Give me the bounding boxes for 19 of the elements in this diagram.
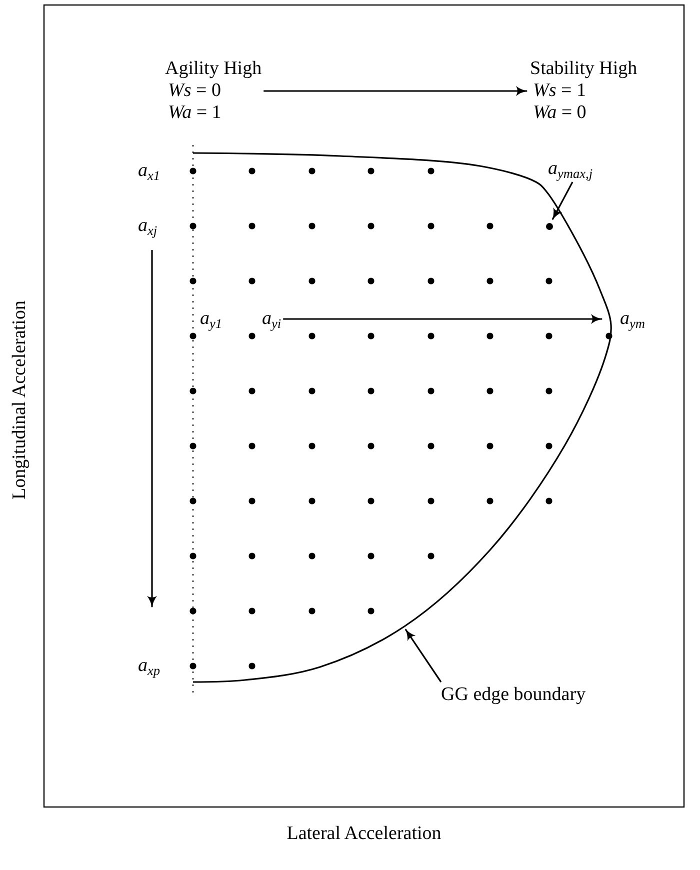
- axis-title: Lateral Acceleration: [286, 823, 442, 845]
- math-label: a$_{x1}$: [138, 160, 160, 182]
- math-label: a$_{ym}$: [620, 308, 646, 330]
- math-label: a$_{y1}$: [200, 308, 222, 330]
- heading-text: Stability High: [530, 58, 638, 80]
- grid-point: [546, 222, 552, 230]
- math-label: a$_{xj}$: [138, 215, 158, 237]
- callout-text: GG edge boundary: [441, 684, 586, 706]
- weight-equation: Wa = 0: [532, 102, 588, 124]
- heading-text: Agility High: [165, 58, 262, 80]
- leader-line: [404, 628, 442, 682]
- weight-equation: Wa = 1: [167, 102, 222, 124]
- weight-equation: Ws = 1: [532, 80, 587, 102]
- math-label: a$_{xp}$: [138, 655, 160, 677]
- math-label: a$_{ymax,j}$: [548, 158, 593, 180]
- axis-title: Longitudinal Acceleration: [9, 300, 31, 500]
- leader-line: [552, 182, 574, 220]
- weight-equation: Ws = 0: [167, 80, 222, 102]
- math-label: a$_{yi}$: [262, 308, 282, 330]
